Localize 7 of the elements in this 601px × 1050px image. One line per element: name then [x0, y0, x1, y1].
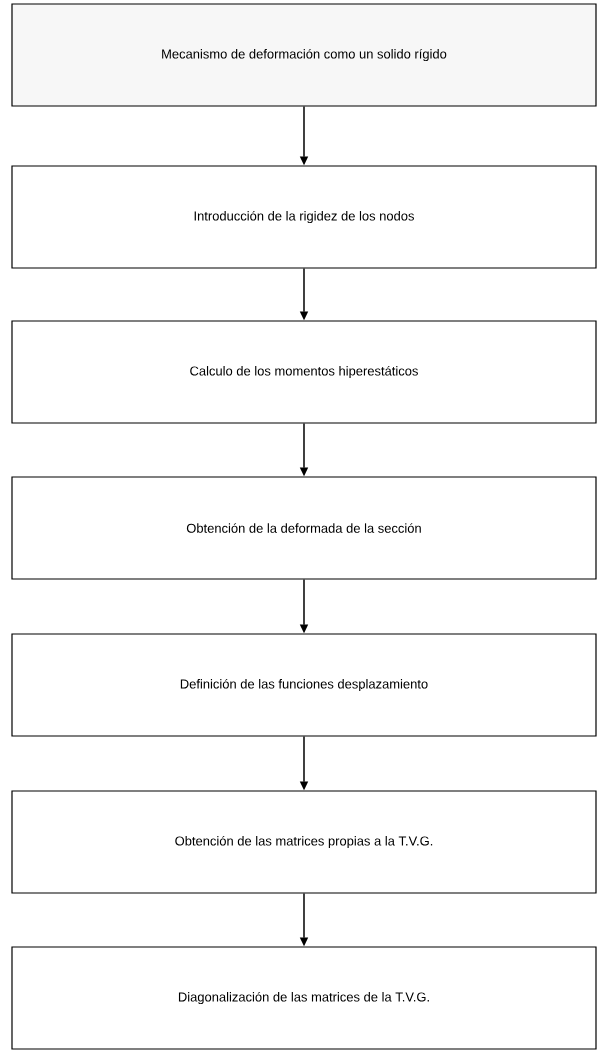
process-box: Mecanismo de deformación como un solido rígido: [11, 3, 597, 107]
process-box: Calculo de los momentos hiperestáticos: [11, 320, 597, 424]
process-box: Obtención de la deformada de la sección: [11, 476, 597, 580]
process-box: Diagonalización de las matrices de la T.V.G.: [11, 946, 597, 1050]
process-box: Definición de las funciones desplazamiento: [11, 633, 597, 737]
process-box: Introducción de la rigidez de los nodos: [11, 165, 597, 269]
process-box: Obtención de las matrices propias a la T.V.G.: [11, 790, 597, 894]
